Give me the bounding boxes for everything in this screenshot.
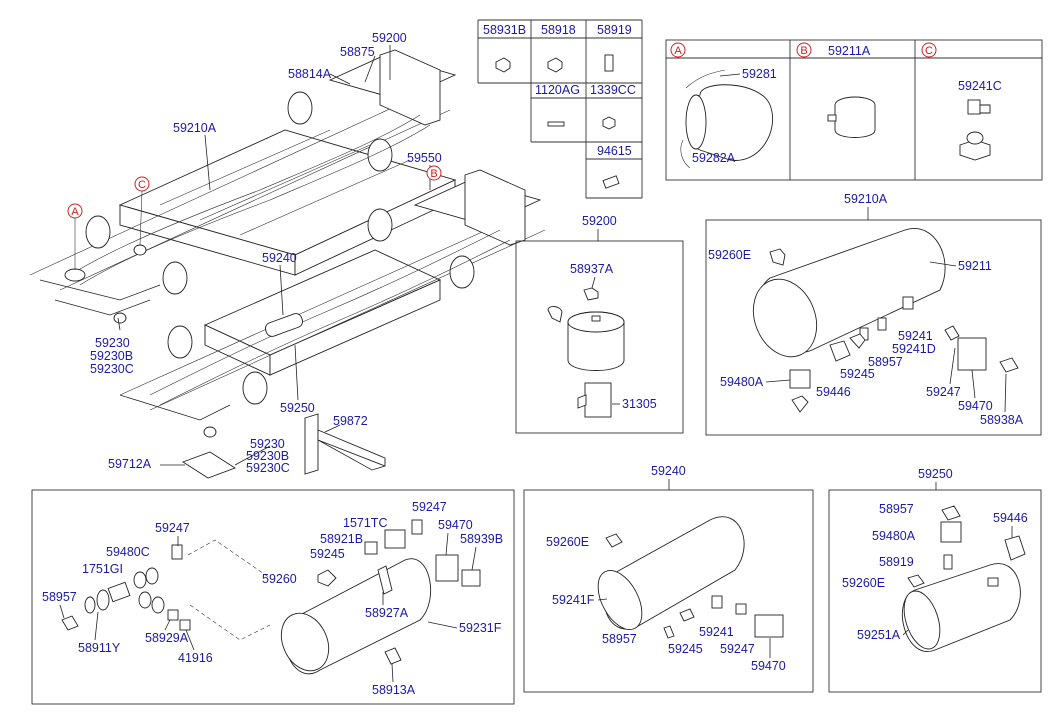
label-59230-bracket: 59230 bbox=[250, 437, 285, 451]
label-59470-box1: 59470 bbox=[958, 399, 993, 413]
label-59480A-box4: 59480A bbox=[872, 529, 916, 543]
label-59480C: 59480C bbox=[106, 545, 150, 559]
box-59200-title: 59200 bbox=[582, 214, 617, 228]
box-bottom-left: 59247 59480C 1751GI 58957 58911Y 58929A … bbox=[31, 489, 515, 705]
label-59260E-box1: 59260E bbox=[708, 248, 751, 262]
label-58957-box4: 58957 bbox=[879, 502, 914, 516]
label-58913A: 58913A bbox=[372, 683, 416, 697]
label-59240: 59240 bbox=[262, 251, 297, 265]
label-1751GI: 1751GI bbox=[82, 562, 123, 576]
table-cell-58919: 58919 bbox=[597, 23, 632, 37]
abc-header-59211A: 59211A bbox=[828, 44, 871, 58]
label-58957-box3: 58957 bbox=[602, 632, 637, 646]
label-59241D: 59241D bbox=[892, 342, 936, 356]
box-59240-title: 59240 bbox=[651, 464, 686, 478]
label-59200: 59200 bbox=[372, 31, 407, 45]
label-58921B: 58921B bbox=[320, 532, 363, 546]
label-59260-bl: 59260 bbox=[262, 572, 297, 586]
box-59200: 59200 58937A 31305 bbox=[515, 214, 684, 434]
abc-header-c: C bbox=[925, 45, 933, 57]
table-cell-1120AG: 1120AG bbox=[535, 83, 580, 97]
label-58937A: 58937A bbox=[570, 262, 614, 276]
label-59251A: 59251A bbox=[857, 628, 901, 642]
label-59230B: 59230B bbox=[90, 349, 133, 363]
label-58875: 58875 bbox=[340, 45, 375, 59]
box-59250: 59250 58957 59446 59480A 58919 59260E 59… bbox=[828, 467, 1042, 693]
label-59470-box3: 59470 bbox=[751, 659, 786, 673]
label-59470-bl: 59470 bbox=[438, 518, 473, 532]
abc-header-a: A bbox=[674, 45, 682, 57]
label-58814A: 58814A bbox=[288, 67, 332, 81]
label-59247-box3: 59247 bbox=[720, 642, 755, 656]
label-59446-box4: 59446 bbox=[993, 511, 1028, 525]
table-cell-94615: 94615 bbox=[597, 144, 632, 158]
callout-b-upper: B bbox=[426, 165, 442, 181]
label-31305: 31305 bbox=[622, 397, 657, 411]
label-58939B: 58939B bbox=[460, 532, 503, 546]
label-59241F: 59241F bbox=[552, 593, 595, 607]
callout-a-upper: A bbox=[67, 203, 83, 219]
upper-chassis-drawing bbox=[29, 49, 457, 324]
plate-59712A-drawing bbox=[181, 451, 237, 479]
label-59245-box1: 59245 bbox=[840, 367, 875, 381]
label-59281: 59281 bbox=[742, 67, 777, 81]
label-58957-box1: 58957 bbox=[868, 355, 903, 369]
box-59250-title: 59250 bbox=[918, 467, 953, 481]
callout-c-upper: C bbox=[134, 176, 150, 192]
label-59480A-box1: 59480A bbox=[720, 375, 764, 389]
label-58938A: 58938A bbox=[980, 413, 1024, 427]
box-59240: 59240 59260E 59241F 58957 59245 59241 59… bbox=[523, 464, 814, 693]
label-59712A: 59712A bbox=[108, 457, 152, 471]
label-59247-bl-b: 59247 bbox=[412, 500, 447, 514]
label-59245-box3: 59245 bbox=[668, 642, 703, 656]
main-leader-lines bbox=[117, 45, 431, 466]
label-58929A: 58929A bbox=[145, 631, 189, 645]
label-59241-box1: 59241 bbox=[898, 329, 933, 343]
abc-header-b: B bbox=[800, 45, 807, 57]
label-59245-bl: 59245 bbox=[310, 547, 345, 561]
label-59872: 59872 bbox=[333, 414, 368, 428]
box-59210A: 59210A 59260E 59211 59241 59241D 58957 5… bbox=[705, 192, 1042, 436]
table-cell-58931B: 58931B bbox=[483, 23, 526, 37]
label-59260E-box4: 59260E bbox=[842, 576, 885, 590]
label-1571TC: 1571TC bbox=[343, 516, 387, 530]
callout-a-label: A bbox=[71, 206, 79, 218]
label-58911Y: 58911Y bbox=[78, 641, 121, 655]
bracket-59872-drawing bbox=[304, 413, 386, 475]
label-59230C: 59230C bbox=[90, 362, 134, 376]
label-59247-bl-a: 59247 bbox=[155, 521, 190, 535]
label-59550: 59550 bbox=[407, 151, 442, 165]
box-59210A-title: 59210A bbox=[844, 192, 888, 206]
parts-table: 58931B 58918 58919 1120AG 1339CC 94615 bbox=[477, 19, 643, 199]
table-cell-1339CC: 1339CC bbox=[590, 83, 636, 97]
label-59250: 59250 bbox=[280, 401, 315, 415]
label-59230: 59230 bbox=[95, 336, 130, 350]
label-58927A: 58927A bbox=[365, 606, 409, 620]
label-59241-box3: 59241 bbox=[699, 625, 734, 639]
label-58957-bl: 58957 bbox=[42, 590, 77, 604]
label-59241C: 59241C bbox=[958, 79, 1002, 93]
callout-c-label: C bbox=[138, 179, 146, 191]
callout-b-label: B bbox=[430, 168, 437, 180]
table-cell-58918: 58918 bbox=[541, 23, 576, 37]
label-59210A: 59210A bbox=[173, 121, 217, 135]
label-58919-box4: 58919 bbox=[879, 555, 914, 569]
label-59230B-bracket: 59230B bbox=[246, 449, 289, 463]
lower-chassis-drawing bbox=[119, 169, 546, 438]
abc-table: A B 59211A C 59281 59282A 59241C bbox=[665, 39, 1043, 181]
label-59446-box1: 59446 bbox=[816, 385, 851, 399]
label-59230C-bracket: 59230C bbox=[246, 461, 290, 475]
label-59260E-box3: 59260E bbox=[546, 535, 589, 549]
label-41916: 41916 bbox=[178, 651, 213, 665]
label-59247-box1: 59247 bbox=[926, 385, 961, 399]
label-59231F: 59231F bbox=[459, 621, 502, 635]
label-59282A: 59282A bbox=[692, 151, 736, 165]
label-59211: 59211 bbox=[958, 259, 992, 273]
